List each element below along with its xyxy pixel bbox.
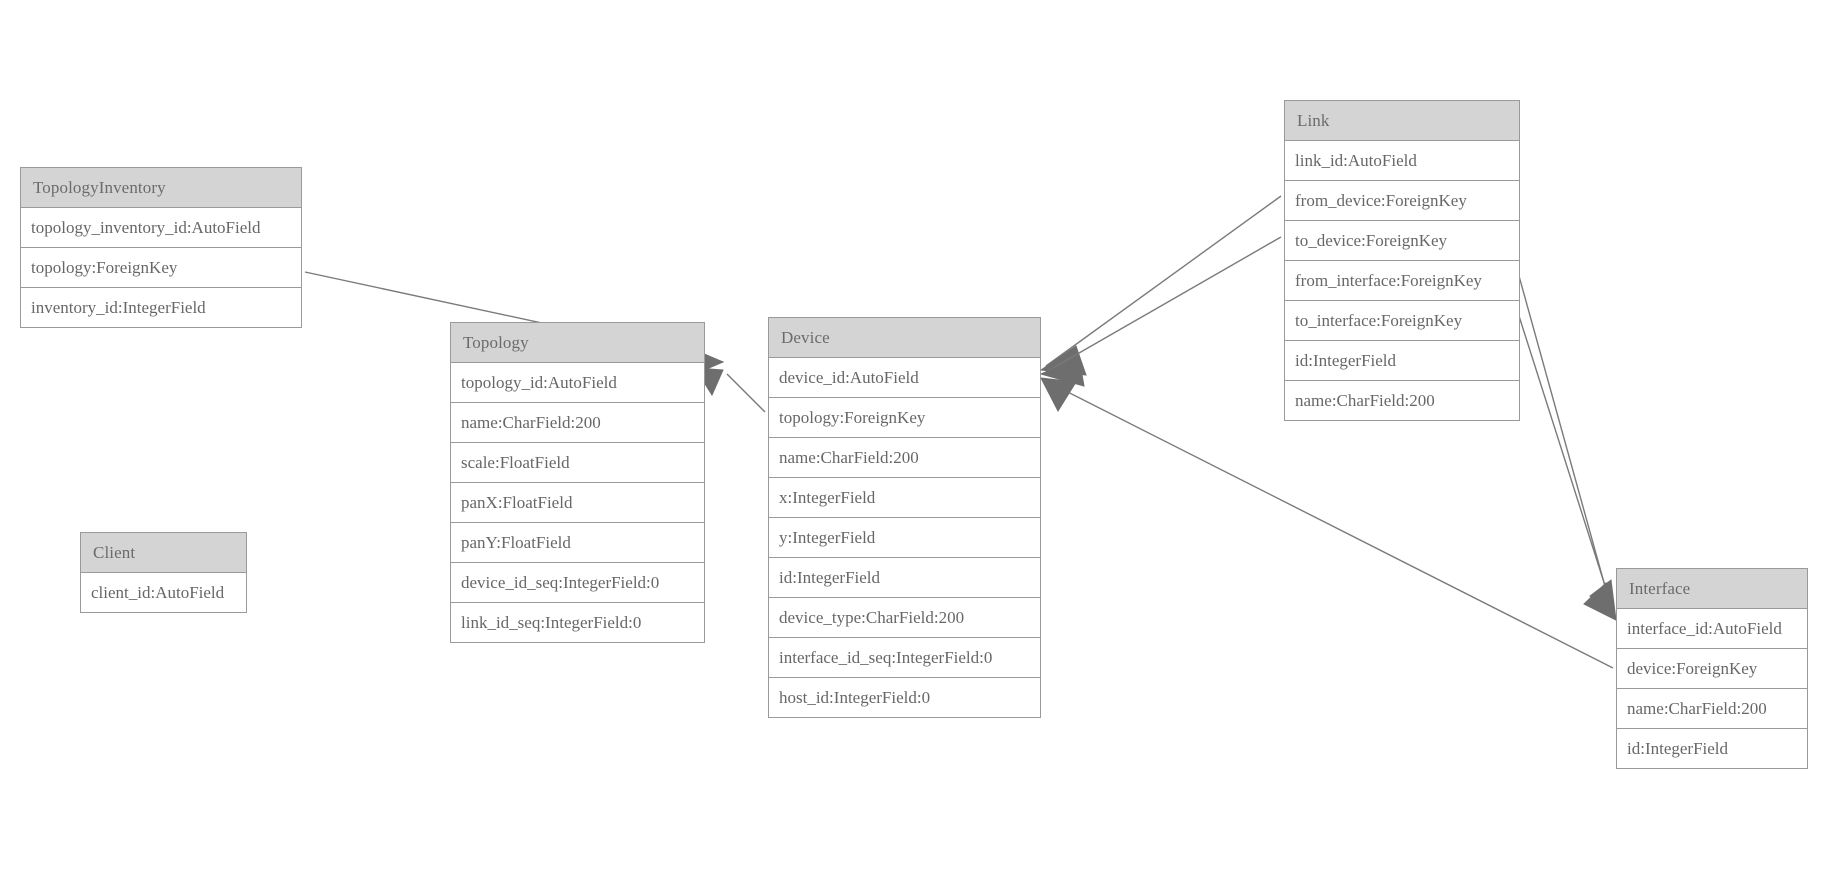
entity-topology-field[interactable]: scale:FloatField: [451, 443, 704, 483]
edge-interface-device: [1045, 380, 1614, 669]
arrowhead-link-from-interface: [1583, 582, 1617, 621]
arrowhead-link-to-interface: [1589, 579, 1617, 622]
entity-device-field[interactable]: interface_id_seq:IntegerField:0: [769, 638, 1040, 678]
entity-topologyinventory-field[interactable]: topology:ForeignKey: [21, 248, 301, 288]
entity-device-field[interactable]: x:IntegerField: [769, 478, 1040, 518]
entity-topology-field[interactable]: panX:FloatField: [451, 483, 704, 523]
entity-device-title: Device: [769, 318, 1040, 358]
entity-device-field[interactable]: device_id:AutoField: [769, 358, 1040, 398]
entity-interface-field[interactable]: id:IntegerField: [1617, 729, 1807, 768]
entity-topology-field[interactable]: panY:FloatField: [451, 523, 704, 563]
entity-client-title: Client: [81, 533, 246, 573]
entity-interface-field[interactable]: device:ForeignKey: [1617, 649, 1807, 689]
edge-link-to-device: [1045, 236, 1282, 373]
entity-link-field[interactable]: to_device:ForeignKey: [1285, 221, 1519, 261]
entity-interface-title: Interface: [1617, 569, 1807, 609]
entity-topology-title: Topology: [451, 323, 704, 363]
edge-link-from-device: [1045, 195, 1282, 367]
entity-device-field[interactable]: host_id:IntegerField:0: [769, 678, 1040, 717]
entity-link-field[interactable]: link_id:AutoField: [1285, 141, 1519, 181]
entity-topology-field[interactable]: link_id_seq:IntegerField:0: [451, 603, 704, 642]
entity-topology-field[interactable]: device_id_seq:IntegerField:0: [451, 563, 704, 603]
edge-device-topology: [726, 373, 766, 413]
entity-device-field[interactable]: name:CharField:200: [769, 438, 1040, 478]
entity-topologyinventory-title: TopologyInventory: [21, 168, 301, 208]
entity-link-field[interactable]: from_device:ForeignKey: [1285, 181, 1519, 221]
entity-link-field[interactable]: from_interface:ForeignKey: [1285, 261, 1519, 301]
entity-client-field[interactable]: client_id:AutoField: [81, 573, 246, 612]
entity-topology-field[interactable]: name:CharField:200: [451, 403, 704, 443]
entity-link-field[interactable]: name:CharField:200: [1285, 381, 1519, 420]
entity-device-field[interactable]: device_type:CharField:200: [769, 598, 1040, 638]
entity-topologyinventory-field[interactable]: inventory_id:IntegerField: [21, 288, 301, 327]
arrowhead-interface-device: [1040, 377, 1077, 413]
entity-device-field[interactable]: id:IntegerField: [769, 558, 1040, 598]
entity-topology-field[interactable]: topology_id:AutoField: [451, 363, 704, 403]
entity-interface-field[interactable]: name:CharField:200: [1617, 689, 1807, 729]
entity-device-field[interactable]: topology:ForeignKey: [769, 398, 1040, 438]
entity-link-field[interactable]: to_interface:ForeignKey: [1285, 301, 1519, 341]
entity-device-field[interactable]: y:IntegerField: [769, 518, 1040, 558]
edge-link-from-interface: [1518, 275, 1614, 616]
arrowhead-link-to-device: [1039, 357, 1085, 387]
arrowhead-link-from-device: [1039, 345, 1087, 376]
entity-topologyinventory-field[interactable]: topology_inventory_id:AutoField: [21, 208, 301, 248]
entity-link-field[interactable]: id:IntegerField: [1285, 341, 1519, 381]
edge-link-to-interface: [1518, 315, 1616, 618]
entity-link-title: Link: [1285, 101, 1519, 141]
entity-interface-field[interactable]: interface_id:AutoField: [1617, 609, 1807, 649]
